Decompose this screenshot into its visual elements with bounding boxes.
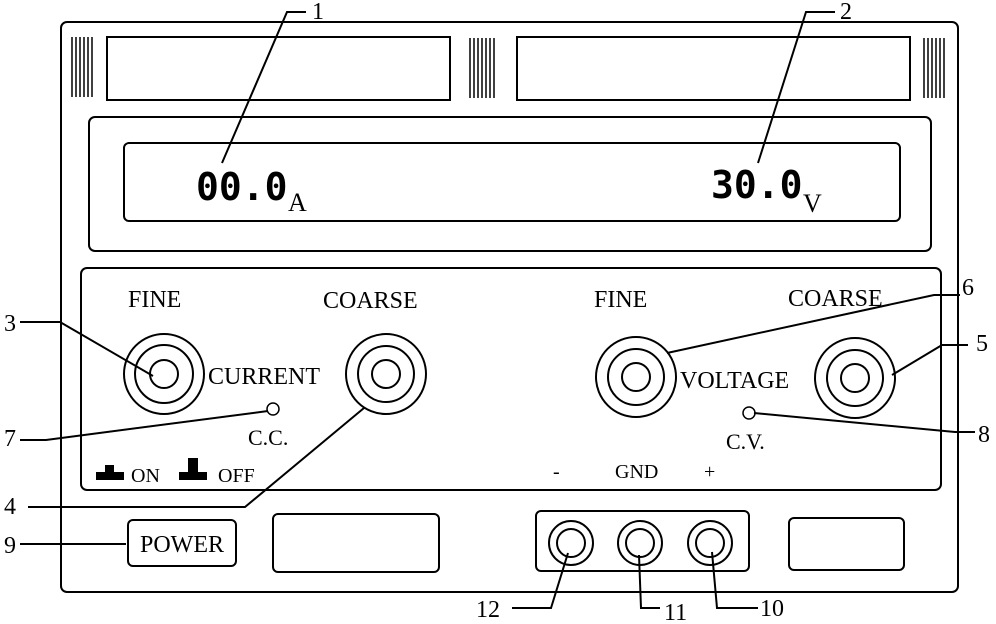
off-label: OFF <box>218 465 255 487</box>
terminal-block <box>535 510 750 572</box>
vent-middle <box>469 38 495 98</box>
plus-terminal[interactable] <box>687 520 733 566</box>
current-unit: A <box>288 188 307 217</box>
callout-10: 10 <box>760 596 784 622</box>
callout-5: 5 <box>976 331 988 357</box>
callout-leaders <box>20 11 975 609</box>
leader-10 <box>711 551 758 609</box>
on-label: ON <box>131 465 160 487</box>
minus-terminal-label: - <box>553 461 560 483</box>
plus-terminal-label: + <box>704 461 715 483</box>
blank-panel-left <box>272 513 440 573</box>
leader-4 <box>28 407 365 508</box>
callout-1: 1 <box>312 0 324 25</box>
callout-7: 7 <box>4 426 16 452</box>
minus-terminal[interactable] <box>548 520 594 566</box>
cabinet-outline <box>60 21 959 593</box>
voltage-coarse-knob[interactable] <box>814 337 896 419</box>
vent-left <box>71 37 93 97</box>
current-coarse-label: COARSE <box>323 288 418 314</box>
display-window <box>123 142 901 222</box>
leader-7 <box>20 410 269 441</box>
leader-11 <box>638 554 660 609</box>
cv-indicator-led <box>742 406 756 420</box>
leader-8 <box>753 412 975 433</box>
leader-5 <box>891 344 968 376</box>
leader-6 <box>666 294 960 354</box>
off-switch-icon <box>179 458 207 480</box>
callout-3: 3 <box>4 311 16 337</box>
voltage-coarse-label: COARSE <box>788 286 883 312</box>
current-readout: 00.0 <box>196 165 288 209</box>
callout-8: 8 <box>978 422 990 448</box>
on-switch-icon <box>96 465 124 480</box>
callout-11: 11 <box>664 600 687 624</box>
current-fine-label: FINE <box>128 287 181 313</box>
current-coarse-knob[interactable] <box>345 333 427 415</box>
control-panel <box>80 267 942 491</box>
top-panel-right <box>516 36 911 101</box>
gnd-terminal-label: GND <box>615 461 658 483</box>
callout-2: 2 <box>840 0 852 25</box>
voltage-fine-knob[interactable] <box>595 336 677 418</box>
top-panel-left <box>106 36 451 101</box>
leader-2 <box>757 11 835 164</box>
leader-3 <box>20 321 154 377</box>
display-bezel <box>88 116 932 252</box>
callout-4: 4 <box>4 494 16 520</box>
power-button[interactable] <box>127 519 237 567</box>
vent-right <box>923 38 945 98</box>
power-label: POWER <box>140 532 224 558</box>
voltage-unit: V <box>803 189 822 218</box>
callout-6: 6 <box>962 275 974 301</box>
cc-label: C.C. <box>248 425 288 450</box>
blank-panel-right <box>788 517 905 571</box>
callout-12: 12 <box>476 597 500 623</box>
current-label: CURRENT <box>208 364 320 390</box>
leader-1 <box>221 11 306 164</box>
voltage-label: VOLTAGE <box>680 368 789 394</box>
cc-indicator-led <box>266 402 280 416</box>
leader-12 <box>512 552 569 609</box>
current-fine-knob[interactable] <box>123 333 205 415</box>
voltage-readout: 30.0 <box>711 163 803 207</box>
voltage-fine-label: FINE <box>594 287 647 313</box>
callout-9: 9 <box>4 533 16 559</box>
cv-label: C.V. <box>726 429 765 454</box>
